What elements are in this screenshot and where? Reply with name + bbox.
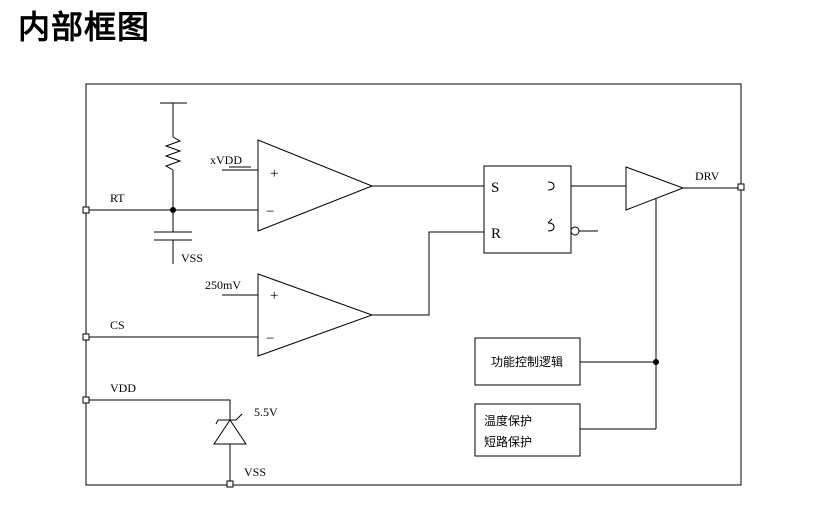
page-title: 内部框图 — [18, 8, 151, 46]
sr-latch — [483, 165, 572, 254]
vss-label-top: VSS — [181, 251, 203, 265]
protection-label-short: 短路保护 — [484, 434, 532, 449]
comparator-top — [257, 139, 374, 232]
rt-pin-square — [82, 206, 90, 214]
resistor-icon — [164, 136, 182, 171]
comparator-bottom-minus: − — [266, 331, 274, 347]
drv-pin-label: DRV — [695, 169, 720, 183]
sr-latch-s: S — [491, 180, 499, 196]
driver-buffer — [625, 166, 685, 211]
comparator-bottom — [257, 273, 374, 357]
vss-label-bottom: VSS — [244, 465, 266, 479]
comparator-top-minus: − — [266, 204, 274, 220]
comparator-bottom-output-wire — [372, 231, 484, 316]
vss-pin-square — [226, 480, 234, 488]
drv-pin-square — [737, 183, 745, 191]
latch-qbar-glyph — [547, 218, 555, 232]
cs-pin-label: CS — [110, 318, 125, 332]
chip-outline — [85, 83, 742, 486]
vdd-pin-square — [82, 396, 90, 404]
protection-block — [474, 403, 581, 457]
vdd-pin-label: VDD — [110, 381, 136, 395]
zener-voltage-label: 5.5V — [254, 405, 278, 419]
comparator-bottom-plus: + — [270, 288, 278, 304]
zener-diode-icon — [213, 419, 247, 445]
sr-latch-r: R — [491, 226, 501, 242]
comparator-top-plus: + — [270, 166, 278, 182]
vdd-wire — [89, 399, 231, 420]
latch-q-glyph — [547, 181, 555, 191]
latch-inverter-bubble — [570, 226, 580, 236]
ref-250mv-label: 250mV — [205, 278, 241, 292]
protection-label-temp: 温度保护 — [484, 413, 532, 428]
zener-bar-tail — [215, 419, 219, 425]
control-logic-label: 功能控制逻辑 — [491, 355, 563, 369]
rt-pin-label: RT — [110, 191, 125, 205]
cs-pin-square — [82, 333, 90, 341]
xvdd-label: xVDD — [210, 153, 242, 167]
